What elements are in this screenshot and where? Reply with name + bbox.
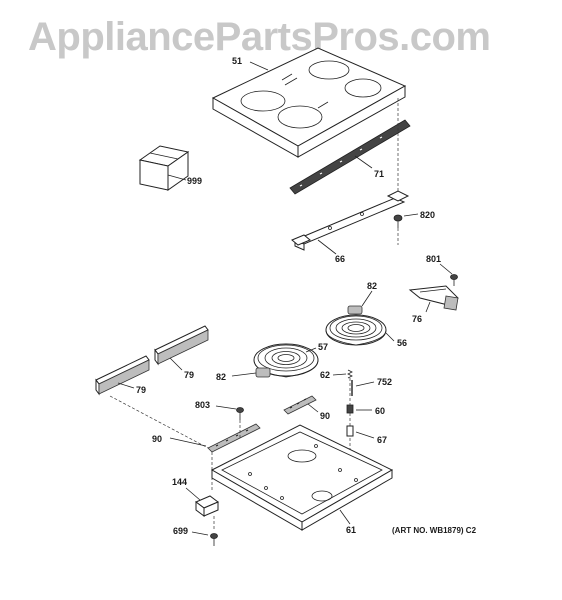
part-90-terminal-strip-left[interactable]: [207, 423, 261, 453]
part-61-burner-box[interactable]: [210, 424, 394, 531]
part-90-terminal-strip-mid[interactable]: [283, 395, 317, 415]
part-803-screw[interactable]: [236, 407, 244, 421]
callout-76: 76: [412, 314, 422, 324]
callout-82-top: 82: [367, 281, 377, 291]
part-801-screw[interactable]: [450, 274, 458, 287]
part-999-box[interactable]: [138, 145, 190, 191]
callout-66: 66: [335, 254, 345, 264]
part-144-small-bracket[interactable]: [195, 495, 219, 517]
part-67-bracket-clip[interactable]: [346, 425, 354, 437]
callout-71: 71: [374, 169, 384, 179]
part-820-screw[interactable]: [393, 214, 403, 228]
callout-57: 57: [318, 342, 328, 352]
part-79-element-bracket-left[interactable]: [95, 355, 150, 396]
part-71-trim-strip[interactable]: [289, 119, 411, 195]
callout-79-left: 79: [136, 385, 146, 395]
part-699-screw[interactable]: [210, 533, 218, 547]
watermark-text: AppliancePartsPros.com: [28, 15, 491, 59]
callout-67: 67: [377, 435, 387, 445]
callout-999: 999: [187, 176, 202, 186]
part-79-element-bracket-right[interactable]: [154, 325, 209, 366]
part-56-surface-element-right[interactable]: [325, 314, 387, 346]
callout-56: 56: [397, 338, 407, 348]
callout-82-left: 82: [216, 372, 226, 382]
callout-62: 62: [320, 370, 330, 380]
part-60-spacer[interactable]: [346, 404, 354, 414]
part-51-cooktop-glass[interactable]: [211, 47, 407, 158]
part-76-switch-bracket[interactable]: [408, 285, 459, 311]
art-number-label: (ART NO. WB1879) C2: [392, 526, 477, 535]
callout-752: 752: [377, 377, 392, 387]
part-66-bracket[interactable]: [291, 190, 410, 251]
part-62-spring[interactable]: [347, 369, 353, 379]
callout-820: 820: [420, 210, 435, 220]
callout-144: 144: [172, 477, 187, 487]
callout-51: 51: [232, 56, 242, 66]
part-57-surface-element-left[interactable]: [253, 343, 319, 378]
callout-803: 803: [195, 400, 210, 410]
callout-79-right: 79: [184, 370, 194, 380]
callout-90-mid: 90: [320, 411, 330, 421]
callout-60: 60: [375, 406, 385, 416]
part-82-terminal-block-top[interactable]: [347, 305, 363, 315]
part-82-terminal-block-left[interactable]: [255, 367, 271, 378]
callout-90-left: 90: [152, 434, 162, 444]
callout-699: 699: [173, 526, 188, 536]
callout-61: 61: [346, 525, 356, 535]
callout-801: 801: [426, 254, 441, 264]
